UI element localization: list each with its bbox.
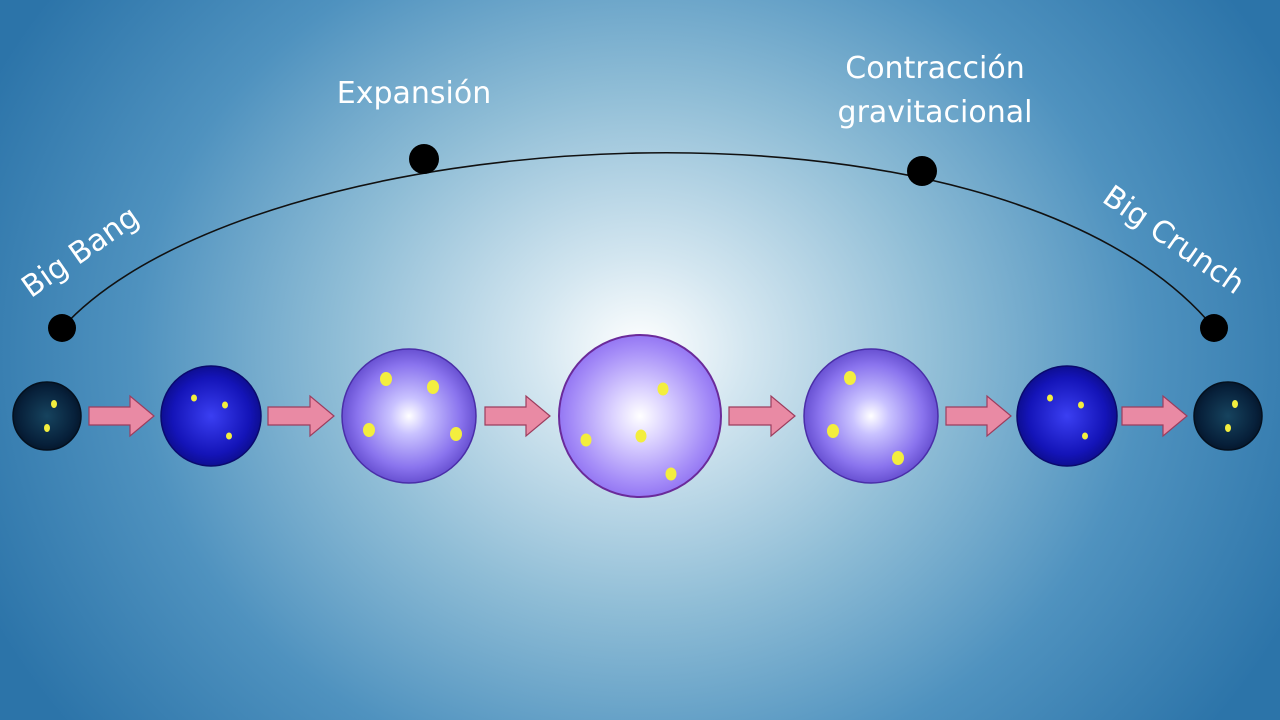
big-crunch-universe — [1193, 381, 1263, 451]
galaxy-dot — [665, 467, 677, 481]
galaxy-dot — [380, 372, 392, 386]
mid-expansion-universe — [341, 348, 477, 484]
galaxy-dot — [827, 424, 839, 438]
galaxy-dot — [635, 429, 647, 443]
big-crunch-label: Big Crunch — [1096, 179, 1251, 302]
galaxy-dot — [1225, 424, 1231, 432]
galaxy-dot — [892, 451, 904, 465]
contraction-label-line2: gravitacional — [838, 95, 1033, 130]
arrow-maximum-to-early-contraction — [728, 394, 796, 438]
contraction-label-line1: Contracción — [845, 51, 1025, 86]
galaxy-dot — [222, 401, 228, 409]
galaxy-dot — [844, 371, 856, 385]
expansion-label: Expansión — [337, 76, 491, 111]
galaxy-dot — [51, 400, 57, 408]
galaxy-dot — [1078, 401, 1084, 409]
arrow-mid-to-maximum-expansion — [484, 394, 551, 438]
big-bang-label: Big Bang — [15, 199, 145, 305]
galaxy-dot — [44, 424, 50, 432]
expansion-point — [409, 144, 439, 174]
arrow-big-bang-to-early-expansion — [88, 394, 155, 438]
galaxy-dot — [580, 433, 592, 447]
big-bang-point — [48, 314, 76, 342]
galaxy-dot — [657, 382, 669, 396]
arrow-late-contraction-to-big-crunch — [1121, 394, 1188, 438]
big-bang-universe — [12, 381, 82, 451]
late-contraction-universe — [1016, 365, 1118, 467]
early-expansion-universe — [160, 365, 262, 467]
big-crunch-point — [1200, 314, 1228, 342]
galaxy-dot — [1047, 394, 1053, 402]
arrow-early-to-late-contraction — [945, 394, 1012, 438]
arrow-early-to-mid-expansion — [267, 394, 335, 438]
galaxy-dot — [1082, 432, 1088, 440]
galaxy-dot — [363, 423, 375, 437]
timeline-arc — [61, 152, 1215, 329]
maximum-expansion-universe — [558, 334, 722, 498]
galaxy-dot — [1232, 400, 1238, 408]
galaxy-dot — [226, 432, 232, 440]
galaxy-dot — [450, 427, 462, 441]
galaxy-dot — [191, 394, 197, 402]
early-contraction-universe — [803, 348, 939, 484]
galaxy-dot — [427, 380, 439, 394]
contraction-point — [907, 156, 937, 186]
